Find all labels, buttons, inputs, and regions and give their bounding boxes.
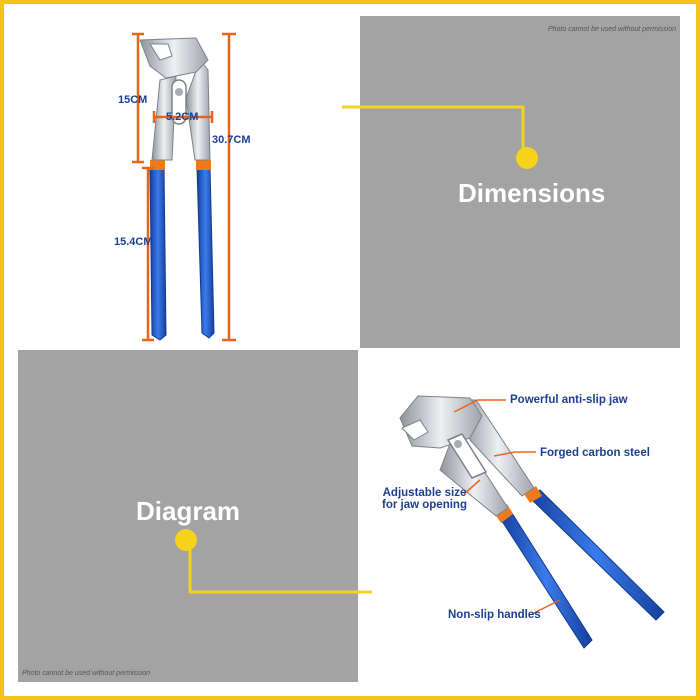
callout-adjust-line1: Adjustable size (382, 487, 467, 499)
dimensions-title: Dimensions (458, 178, 606, 208)
grey-panel-top-right (360, 16, 680, 348)
diagram-title: Diagram (136, 496, 241, 526)
pliers-photo-bottom-icon (399, 395, 665, 649)
watermark-top: Photo cannot be used without permission (547, 26, 676, 33)
total-length-label: 30.7CM (212, 134, 251, 146)
connector-dot-icon (175, 529, 197, 551)
callout-adjust-line2: for jaw opening (382, 499, 467, 511)
callout-handles: Non-slip handles (448, 609, 541, 621)
callout-jaw: Powerful anti-slip jaw (510, 394, 628, 406)
connector-dot-icon (516, 147, 538, 169)
connector-diagram (175, 529, 372, 594)
dimension-lines (132, 32, 236, 342)
callout-steel: Forged carbon steel (540, 447, 650, 459)
connector-dimensions (342, 105, 538, 169)
pliers-photo-top-icon (139, 37, 215, 341)
jaw-length-label: 15CM (118, 94, 148, 106)
jaw-width-label: 5.2CM (166, 111, 199, 123)
grey-panel-bottom-left (18, 350, 358, 682)
watermark-bottom: Photo cannot be used without permission (22, 670, 151, 677)
callout-adjust: Adjustable size for jaw opening (382, 487, 467, 511)
handle-length-label: 15.4CM (114, 236, 153, 248)
callout-leaders (453, 399, 561, 615)
